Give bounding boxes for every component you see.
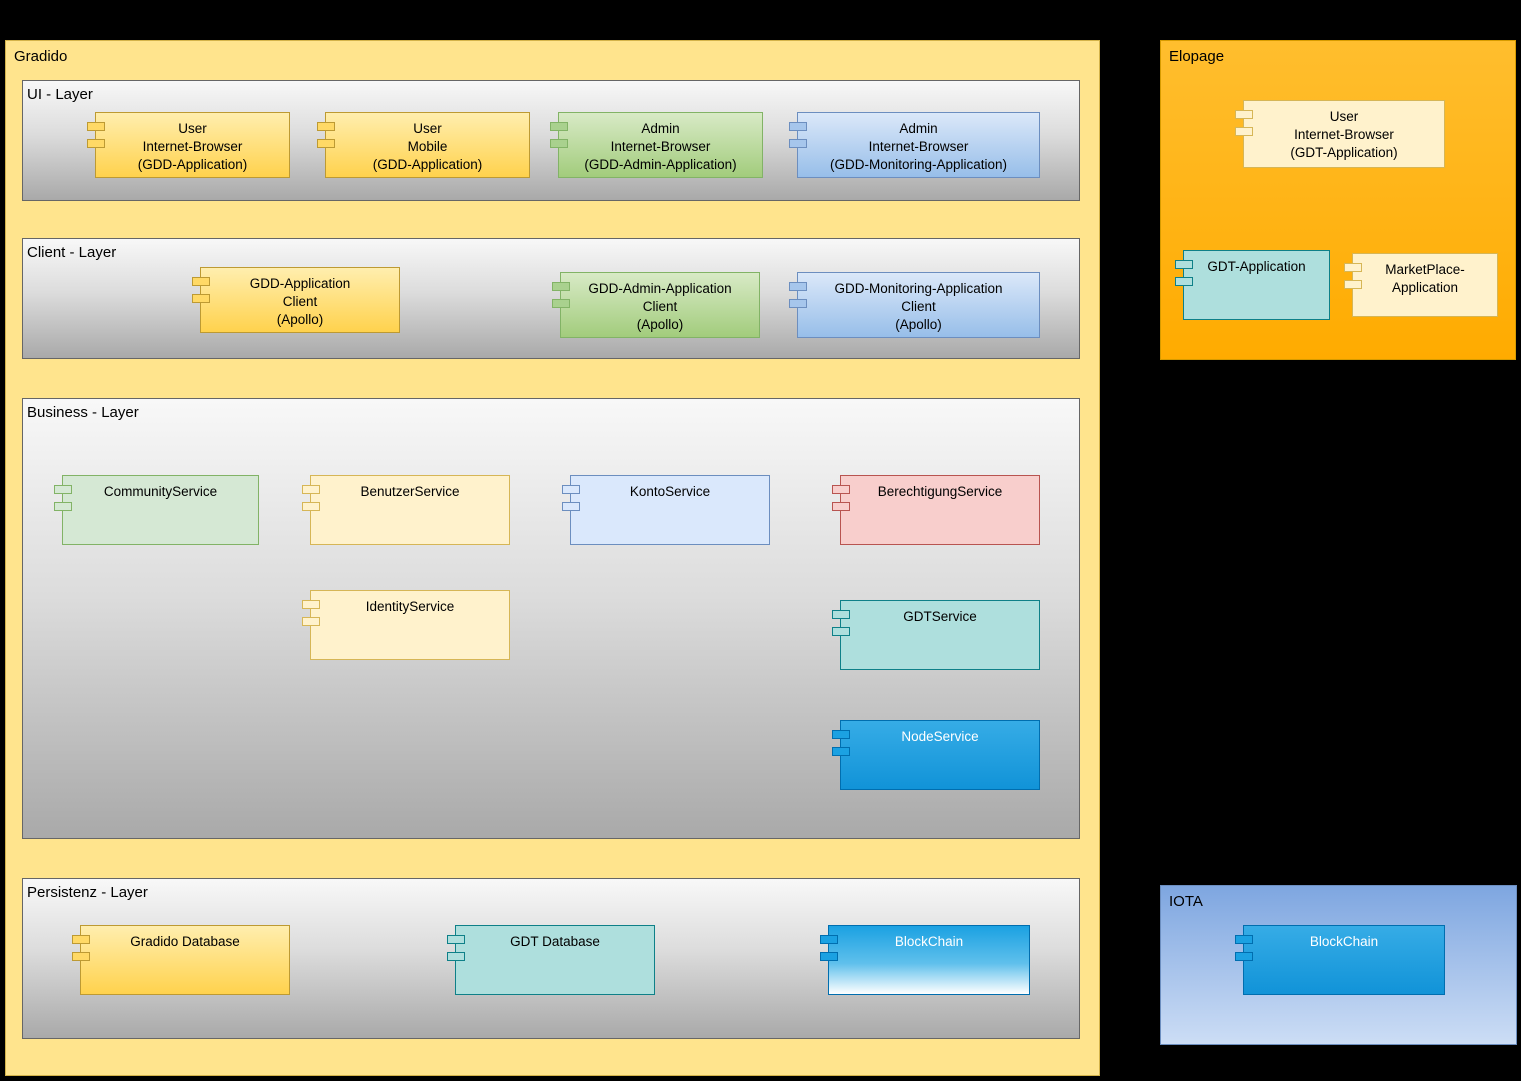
component-label: GDD-Admin-Application Client (Apollo) bbox=[588, 281, 732, 333]
component-port-icon bbox=[1235, 935, 1253, 944]
component-admin-internet-browser-gdd-monitoring: Admin Internet-Browser (GDD-Monitoring-A… bbox=[789, 112, 1040, 178]
component-label: GDD-Monitoring-Application Client (Apoll… bbox=[834, 281, 1003, 333]
component-port-icon bbox=[1344, 280, 1362, 289]
component-gdd-application-client: GDD-Application Client (Apollo) bbox=[192, 267, 400, 333]
component-label: GDT-Application bbox=[1207, 259, 1306, 274]
component-berechtigungservice: BerechtigungService bbox=[832, 475, 1040, 545]
component-port-icon bbox=[302, 502, 320, 511]
component-port-icon bbox=[832, 730, 850, 739]
component-port-icon bbox=[87, 139, 105, 148]
gradido-title: Gradido bbox=[14, 48, 68, 65]
ui-layer-title: UI - Layer bbox=[27, 86, 93, 103]
component-port-icon bbox=[1175, 260, 1193, 269]
component-port-icon bbox=[72, 935, 90, 944]
component-label: CommunityService bbox=[103, 484, 218, 499]
component-port-icon bbox=[789, 282, 807, 291]
component-port-icon bbox=[562, 502, 580, 511]
component-port-icon bbox=[789, 139, 807, 148]
component-port-icon bbox=[447, 952, 465, 961]
component-label: GDTService bbox=[903, 609, 977, 624]
component-port-icon bbox=[447, 935, 465, 944]
component-label: BerechtigungService bbox=[877, 484, 1003, 499]
component-label: NodeService bbox=[901, 729, 979, 744]
component-port-icon bbox=[789, 299, 807, 308]
component-label: BenutzerService bbox=[360, 484, 460, 499]
business-layer-title: Business - Layer bbox=[27, 404, 139, 421]
component-label: Admin Internet-Browser (GDD-Admin-Applic… bbox=[584, 121, 737, 173]
component-port-icon bbox=[192, 294, 210, 303]
component-gdt-database: GDT Database bbox=[447, 925, 655, 995]
component-admin-internet-browser-gdd-admin: Admin Internet-Browser (GDD-Admin-Applic… bbox=[550, 112, 763, 178]
component-label: BlockChain bbox=[894, 934, 964, 949]
component-port-icon bbox=[1235, 127, 1253, 136]
component-port-icon bbox=[832, 610, 850, 619]
component-port-icon bbox=[302, 617, 320, 626]
component-benutzerservice: BenutzerService bbox=[302, 475, 510, 545]
component-blockchain: BlockChain bbox=[820, 925, 1030, 995]
component-iota-blockchain: BlockChain bbox=[1235, 925, 1445, 995]
component-port-icon bbox=[1175, 277, 1193, 286]
component-gdd-admin-application-client: GDD-Admin-Application Client (Apollo) bbox=[552, 272, 760, 338]
component-gdt-application: GDT-Application bbox=[1175, 250, 1330, 320]
component-port-icon bbox=[192, 277, 210, 286]
component-label: IdentityService bbox=[365, 599, 455, 614]
component-gdd-monitoring-application-client: GDD-Monitoring-Application Client (Apoll… bbox=[789, 272, 1040, 338]
component-port-icon bbox=[54, 502, 72, 511]
component-label: BlockChain bbox=[1309, 934, 1379, 949]
component-label: User Internet-Browser (GDD-Application) bbox=[137, 121, 248, 173]
component-port-icon bbox=[562, 485, 580, 494]
component-label: GDD-Application Client (Apollo) bbox=[249, 276, 351, 328]
component-port-icon bbox=[550, 139, 568, 148]
component-label: User Internet-Browser (GDT-Application) bbox=[1290, 109, 1398, 161]
component-port-icon bbox=[72, 952, 90, 961]
component-label: Admin Internet-Browser (GDD-Monitoring-A… bbox=[829, 121, 1008, 173]
component-user-internet-browser-gdt: User Internet-Browser (GDT-Application) bbox=[1235, 100, 1445, 168]
component-port-icon bbox=[317, 139, 335, 148]
component-nodeservice: NodeService bbox=[832, 720, 1040, 790]
component-port-icon bbox=[552, 299, 570, 308]
component-label: GDT Database bbox=[510, 934, 600, 949]
component-port-icon bbox=[317, 122, 335, 131]
component-port-icon bbox=[820, 952, 838, 961]
iota-title: IOTA bbox=[1169, 893, 1203, 910]
component-port-icon bbox=[820, 935, 838, 944]
component-port-icon bbox=[832, 502, 850, 511]
component-user-mobile-gdd: User Mobile (GDD-Application) bbox=[317, 112, 530, 178]
component-label: KontoService bbox=[629, 484, 711, 499]
component-marketplace-application: MarketPlace- Application bbox=[1344, 253, 1498, 317]
component-port-icon bbox=[832, 627, 850, 636]
component-label: User Mobile (GDD-Application) bbox=[372, 121, 483, 173]
component-port-icon bbox=[1235, 952, 1253, 961]
component-port-icon bbox=[1344, 263, 1362, 272]
component-user-internet-browser-gdd: User Internet-Browser (GDD-Application) bbox=[87, 112, 290, 178]
elopage-title: Elopage bbox=[1169, 48, 1225, 65]
component-port-icon bbox=[789, 122, 807, 131]
component-label: Gradido Database bbox=[130, 934, 240, 949]
component-port-icon bbox=[54, 485, 72, 494]
component-communityservice: CommunityService bbox=[54, 475, 259, 545]
component-port-icon bbox=[550, 122, 568, 131]
component-port-icon bbox=[302, 600, 320, 609]
component-port-icon bbox=[87, 122, 105, 131]
component-port-icon bbox=[832, 747, 850, 756]
component-port-icon bbox=[302, 485, 320, 494]
component-kontoservice: KontoService bbox=[562, 475, 770, 545]
component-identityservice: IdentityService bbox=[302, 590, 510, 660]
component-port-icon bbox=[552, 282, 570, 291]
component-port-icon bbox=[1235, 110, 1253, 119]
component-label: MarketPlace- Application bbox=[1385, 262, 1465, 296]
persistenz-layer-title: Persistenz - Layer bbox=[27, 884, 148, 901]
component-gradido-database: Gradido Database bbox=[72, 925, 290, 995]
component-port-icon bbox=[832, 485, 850, 494]
client-layer-title: Client - Layer bbox=[27, 244, 117, 261]
component-gdtservice: GDTService bbox=[832, 600, 1040, 670]
